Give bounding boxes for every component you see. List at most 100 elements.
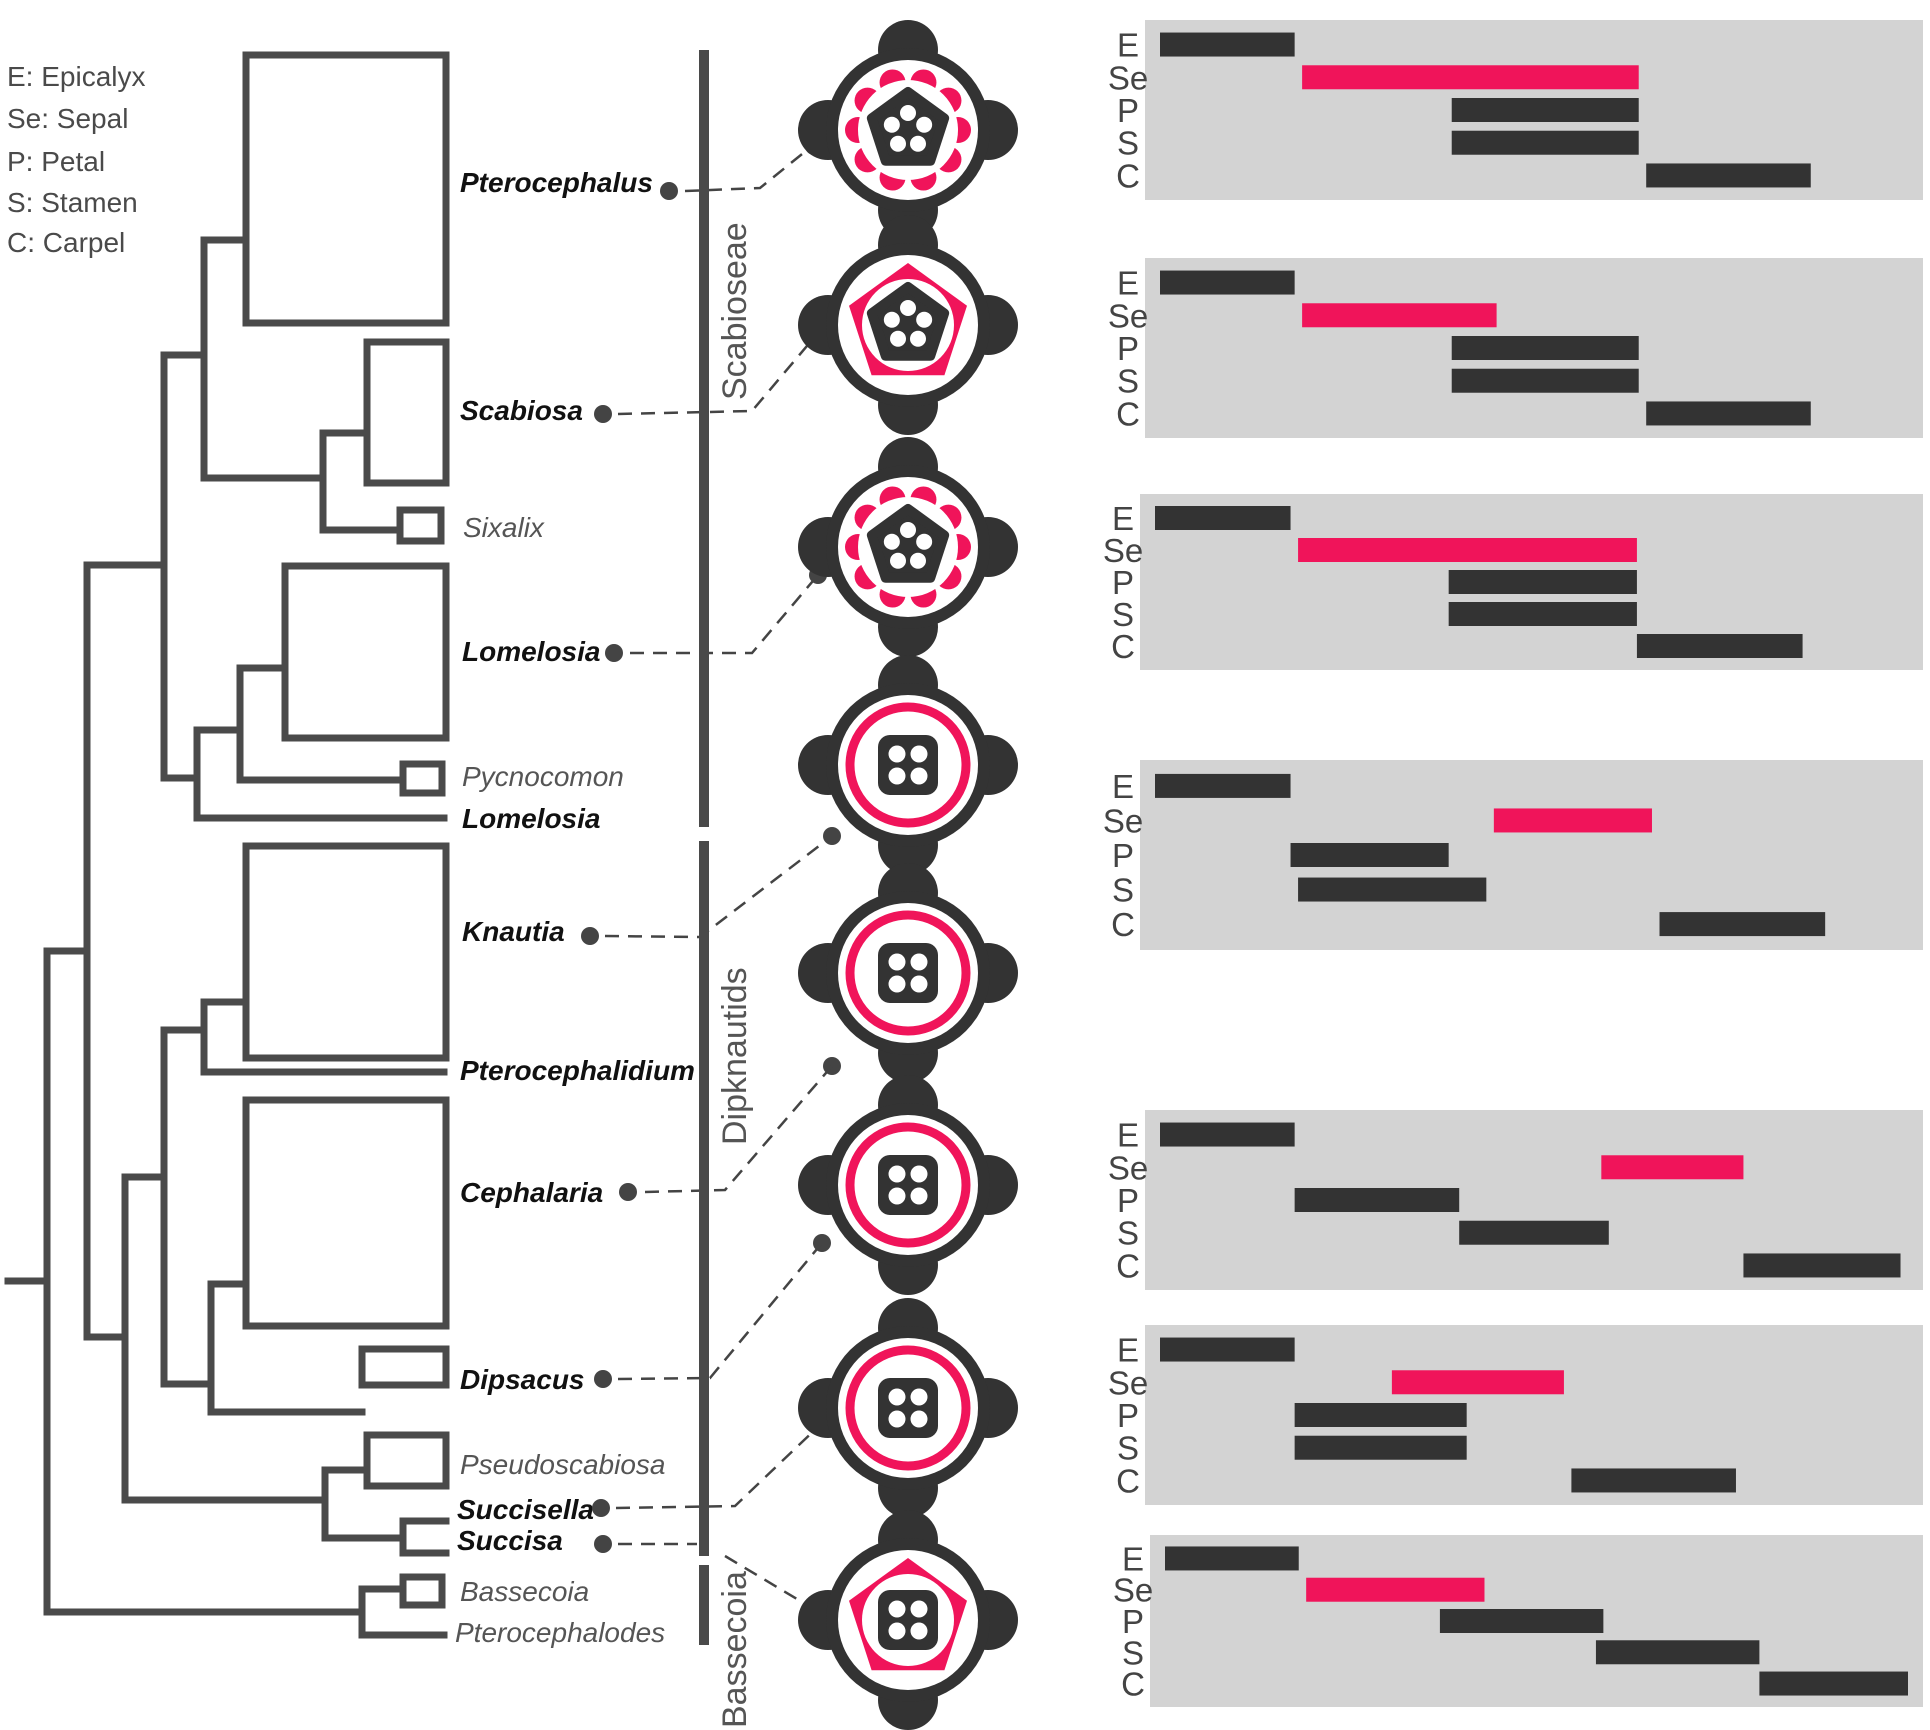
stamen-dot xyxy=(890,135,907,152)
timing-bar-se xyxy=(1391,1370,1564,1395)
taxon-label: Pterocephalus xyxy=(460,167,653,198)
row-label: Se xyxy=(1103,532,1143,569)
timing-bar-se xyxy=(1306,1577,1485,1602)
timing-bar-e xyxy=(1160,1337,1295,1362)
row-label: S xyxy=(1112,872,1134,909)
timing-bar-e xyxy=(1165,1546,1299,1571)
floral-diagram xyxy=(798,1510,1018,1730)
row-label: S xyxy=(1117,363,1139,400)
stamen-dot xyxy=(888,1388,906,1406)
taxon-label: Bassecoia xyxy=(460,1576,589,1607)
timing-bar-p xyxy=(1294,1188,1460,1212)
row-label: E xyxy=(1117,1332,1139,1369)
row-label: C xyxy=(1116,157,1140,194)
corolla xyxy=(878,1378,938,1438)
row-label: E xyxy=(1117,1117,1139,1154)
floral-diagram xyxy=(798,215,1018,435)
stamen-dot xyxy=(888,1622,906,1640)
row-label: C xyxy=(1116,395,1140,432)
row-label: P xyxy=(1112,564,1134,601)
timing-bar-se xyxy=(1298,538,1637,562)
floral-diagram xyxy=(798,1075,1018,1295)
timing-bar-se xyxy=(1601,1155,1744,1180)
timing-bar-se xyxy=(1302,303,1497,328)
row-label: Se xyxy=(1108,297,1148,334)
taxon-label: Succisella xyxy=(457,1494,594,1525)
row-label: S xyxy=(1117,1215,1139,1252)
stamen-dot xyxy=(888,953,906,971)
timing-bar-s xyxy=(1459,1220,1609,1245)
timing-bar-s xyxy=(1294,1435,1467,1460)
timing-bar-s xyxy=(1448,602,1637,626)
sepal-ring xyxy=(845,1345,971,1471)
timing-bar-se xyxy=(1302,65,1639,90)
taxon-label: Knautia xyxy=(462,916,565,947)
row-label: Se xyxy=(1108,59,1148,96)
stamen-dot xyxy=(883,311,900,328)
row-label: S xyxy=(1117,1430,1139,1467)
taxon-label: Pterocephalidium xyxy=(460,1055,695,1086)
floral-diagram xyxy=(798,1298,1018,1518)
timing-bar-e xyxy=(1155,773,1291,798)
taxon-label: Pterocephalodes xyxy=(455,1617,665,1648)
legend-carpel: C: Carpel xyxy=(7,227,125,258)
corolla xyxy=(878,1155,938,1215)
row-label: P xyxy=(1117,1397,1139,1434)
row-label: Se xyxy=(1113,1572,1153,1609)
stamen-dot xyxy=(910,1165,928,1183)
corolla xyxy=(866,504,950,583)
stamen-dot xyxy=(888,1187,906,1205)
timing-bar-c xyxy=(1636,634,1803,658)
stamen-dot xyxy=(888,1600,906,1618)
clade-label-dipknautids: Dipknautids xyxy=(716,967,754,1145)
clade-bar-bassecoia xyxy=(699,1565,709,1645)
stamen-dot xyxy=(883,116,900,133)
marker-dot xyxy=(581,927,599,945)
floral-diagrams xyxy=(798,20,1018,1730)
stamen-dot xyxy=(910,767,928,785)
row-label: C xyxy=(1121,1666,1145,1703)
row-label: S xyxy=(1122,1634,1144,1671)
stamen-dot xyxy=(888,1165,906,1183)
timing-bar-c xyxy=(1743,1253,1901,1278)
row-label: S xyxy=(1112,596,1134,633)
stamen-dot xyxy=(916,533,933,550)
legend: E: Epicalyx Se: Sepal P: Petal S: Stamen… xyxy=(7,61,146,258)
timing-bar-p xyxy=(1294,1403,1467,1427)
clade-bars xyxy=(699,50,709,1645)
floral-diagram xyxy=(798,863,1018,1083)
row-label: P xyxy=(1112,837,1134,874)
stamen-dot xyxy=(888,975,906,993)
row-label: E xyxy=(1112,768,1134,805)
stamen-dot xyxy=(909,552,926,569)
stamen-dot xyxy=(900,522,916,538)
sepal-ring xyxy=(845,702,971,828)
timing-bar-c xyxy=(1571,1468,1736,1493)
row-label: E xyxy=(1117,27,1139,64)
stamen-dot xyxy=(916,116,933,133)
timing-bar-p xyxy=(1448,570,1637,594)
row-label: S xyxy=(1117,125,1139,162)
phylogenetic-tree xyxy=(4,51,450,1639)
stamen-dot xyxy=(888,1410,906,1428)
stamen-dot xyxy=(910,953,928,971)
floral-diagram xyxy=(798,437,1018,657)
marker-dot xyxy=(605,644,623,662)
row-label: C xyxy=(1111,906,1135,943)
stamen-dot xyxy=(909,135,926,152)
timing-bar-se xyxy=(1493,808,1652,833)
legend-epicalyx: E: Epicalyx xyxy=(7,61,146,92)
stamen-dot xyxy=(900,105,916,121)
row-label: P xyxy=(1117,92,1139,129)
marker-dot xyxy=(660,182,678,200)
timing-bar-p xyxy=(1439,1609,1604,1633)
corolla xyxy=(878,735,938,795)
taxon-label: Pseudoscabiosa xyxy=(460,1449,665,1480)
stamen-dot xyxy=(888,745,906,763)
corolla xyxy=(878,1590,938,1650)
row-label: P xyxy=(1117,1182,1139,1219)
